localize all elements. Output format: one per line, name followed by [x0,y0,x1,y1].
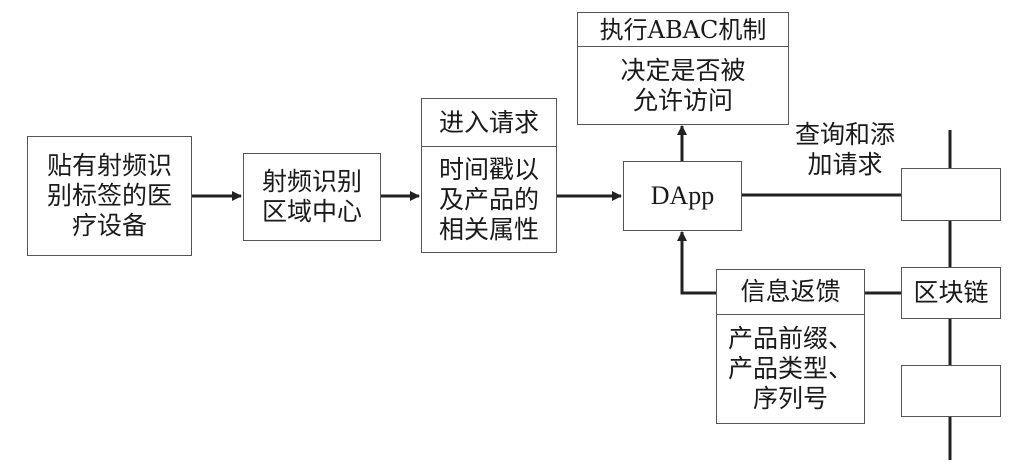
abac-node: 执行ABAC机制 决定是否被 允许访问 [577,12,789,125]
abac-body: 决定是否被 允许访问 [578,47,788,124]
abac-body-line-2: 允许访问 [632,85,733,115]
abac-header: 执行ABAC机制 [578,13,788,47]
request-body-line-1: 时间戳以 [438,154,539,184]
request-node: 进入请求 时间戳以 及产品的 相关属性 [421,98,557,253]
dapp-label: DApp [650,181,715,210]
feedback-header: 信息返馈 [717,270,864,315]
query-label-line-1: 查询和添 [794,120,895,149]
dapp-node: DApp [623,161,742,231]
chain-block-bottom [901,365,1001,417]
request-body: 时间戳以 及产品的 相关属性 [422,147,556,252]
query-add-request-label: 查询和添 加请求 [775,120,915,180]
blockchain-label: 区块链 [913,278,989,307]
feedback-body-line-2: 产品类型、 [727,354,853,383]
feedback-body: 产品前缀、 产品类型、 序列号 [717,315,864,423]
request-header: 进入请求 [422,99,556,147]
rfid-label-line-2: 区域中心 [261,197,362,226]
feedback-node: 信息返馈 产品前缀、 产品类型、 序列号 [716,269,865,424]
chain-block-top [901,168,1001,221]
arrow-feedback-to-dapp [677,231,716,295]
feedback-body-line-1: 产品前缀、 [727,324,853,353]
medical-device-node: 贴有射频识 别标签的医 疗设备 [27,136,192,256]
rfid-center-node: 射频识别 区域中心 [243,153,381,241]
query-label-line-2: 加请求 [807,150,883,179]
abac-header-label: 执行ABAC机制 [599,15,767,44]
feedback-header-label: 信息返馈 [740,277,841,306]
feedback-body-line-3: 序列号 [752,384,828,413]
device-label-line-3: 疗设备 [71,211,147,240]
request-header-label: 进入请求 [438,107,539,137]
abac-body-line-1: 决定是否被 [620,55,746,85]
blockchain-node: 区块链 [901,267,1001,319]
rfid-label-line-1: 射频识别 [261,167,362,196]
device-label-line-1: 贴有射频识 [46,151,172,180]
request-body-line-3: 相关属性 [438,214,539,244]
device-label-line-2: 别标签的医 [46,181,172,210]
request-body-line-2: 及产品的 [438,184,539,214]
